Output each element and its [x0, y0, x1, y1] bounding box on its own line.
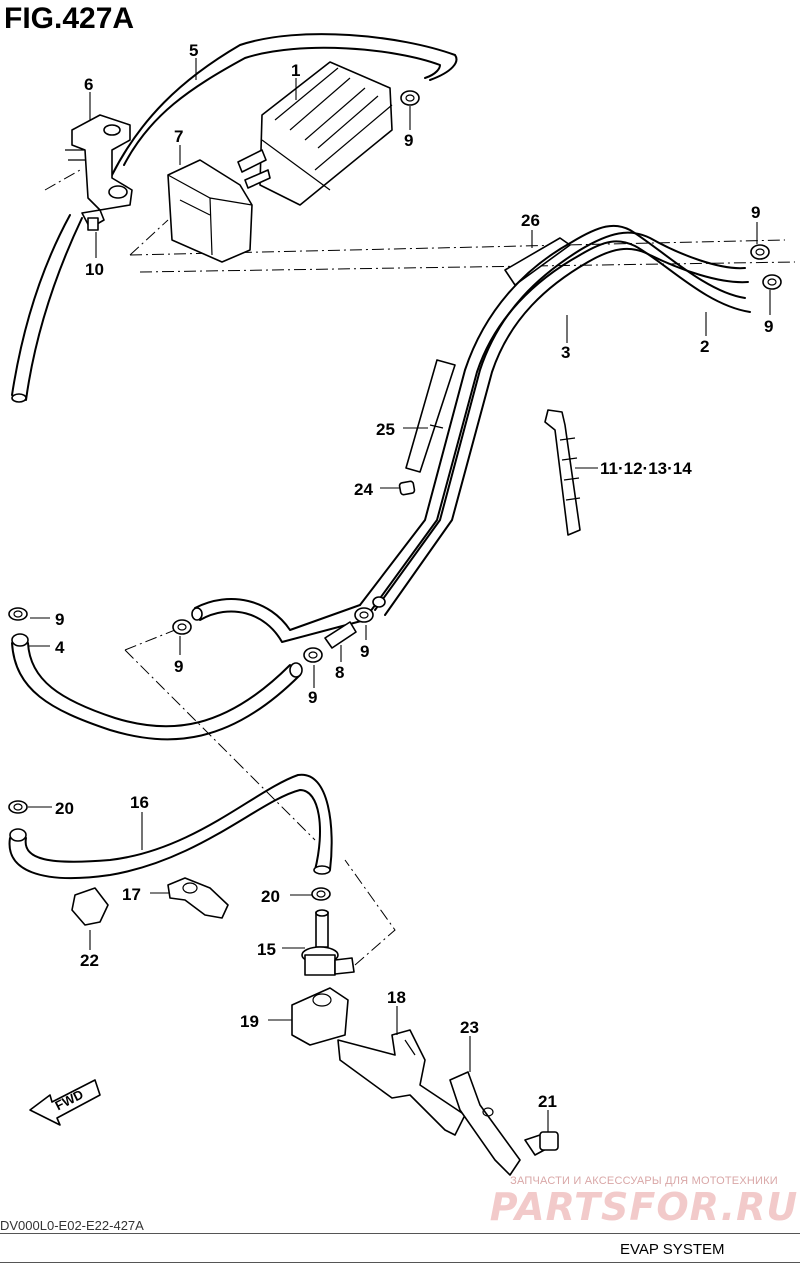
- callout-6: 6: [84, 75, 93, 94]
- clip-9-g: [354, 607, 374, 623]
- callout-9-c: 9: [764, 317, 773, 336]
- callout-11-14: 11·12·13·14: [600, 459, 692, 478]
- callout-9-b: 9: [751, 203, 760, 222]
- valve-15: [301, 909, 355, 976]
- callout-21: 21: [538, 1092, 557, 1111]
- callout-8: 8: [335, 663, 344, 682]
- watermark-tagline: ЗАПЧАСТИ И АКСЕССУАРЫ ДЛЯ МОТОТЕХНИКИ: [510, 1175, 778, 1187]
- callout-1: 1: [291, 61, 300, 80]
- callout-25: 25: [376, 420, 395, 439]
- callout-9-d: 9: [55, 610, 64, 629]
- callout-17: 17: [122, 885, 141, 904]
- callout-15: 15: [257, 940, 276, 959]
- watermark-brand: PARTSFOR.RU: [489, 1185, 799, 1229]
- canister-1: [237, 61, 393, 206]
- callout-9-g: 9: [308, 688, 317, 707]
- bracket-6: [65, 114, 133, 211]
- callout-7: 7: [174, 127, 183, 146]
- bolt-10: [81, 209, 105, 231]
- figure-title: FIG.427A: [4, 2, 135, 35]
- callout-5: 5: [189, 41, 198, 60]
- clip-22: [71, 887, 109, 926]
- figure-caption: EVAP SYSTEM: [620, 1241, 725, 1258]
- callout-18: 18: [387, 988, 406, 1007]
- clip-9-d: [8, 607, 28, 621]
- callout-10: 10: [85, 260, 104, 279]
- hose-16: [8, 773, 333, 879]
- callout-labels: 1 2 3 4 5 6 7 8 9 9 9 9 9 9 9 9 10 11·12…: [55, 41, 773, 1111]
- callout-3: 3: [561, 343, 570, 362]
- bracket-19: [291, 987, 349, 1046]
- callout-9-a: 9: [404, 131, 413, 150]
- clip-20-a: [8, 800, 28, 814]
- mount-7: [167, 159, 253, 263]
- joint-8: [324, 621, 357, 649]
- protector-26: [504, 237, 571, 286]
- cap-24: [398, 480, 416, 496]
- clip-9-c: [762, 274, 782, 290]
- hose-center: [191, 598, 366, 643]
- clip-9-b: [750, 244, 770, 260]
- bolt-21: [524, 1131, 559, 1156]
- callout-9-f: 9: [360, 642, 369, 661]
- tie-11: [544, 409, 581, 536]
- hose-4: [11, 633, 303, 741]
- callout-19: 19: [240, 1012, 259, 1031]
- clamp-17: [167, 877, 229, 919]
- watermark: ЗАПЧАСТИ И АКСЕССУАРЫ ДЛЯ МОТОТЕХНИКИ PA…: [488, 1175, 800, 1227]
- tube-2-3: [359, 224, 751, 616]
- callout-16: 16: [130, 793, 149, 812]
- clip-9-f: [303, 647, 323, 663]
- footer-divider-bottom: [0, 1262, 800, 1263]
- bracket-18: [337, 1029, 466, 1136]
- callout-20-b: 20: [261, 887, 280, 906]
- callout-24: 24: [354, 480, 373, 499]
- clip-9-e: [172, 619, 192, 635]
- callout-2: 2: [700, 337, 709, 356]
- callout-9-e: 9: [174, 657, 183, 676]
- leader-lines: [28, 58, 771, 1132]
- figure-code: DV000L0-E02-E22-427A: [0, 1218, 144, 1233]
- callout-22: 22: [80, 951, 99, 970]
- reference-lines: [44, 169, 796, 966]
- callout-4: 4: [55, 638, 65, 657]
- hose-5: [11, 33, 458, 403]
- stay-23: [449, 1071, 521, 1176]
- callout-20-a: 20: [55, 799, 74, 818]
- clip-20-b: [311, 887, 331, 901]
- clip-9-a: [400, 90, 420, 106]
- callout-26: 26: [521, 211, 540, 230]
- callout-23: 23: [460, 1018, 479, 1037]
- fwd-arrow-icon: FWD: [29, 1079, 101, 1126]
- footer-divider: [0, 1233, 800, 1234]
- protector-25: [405, 359, 456, 473]
